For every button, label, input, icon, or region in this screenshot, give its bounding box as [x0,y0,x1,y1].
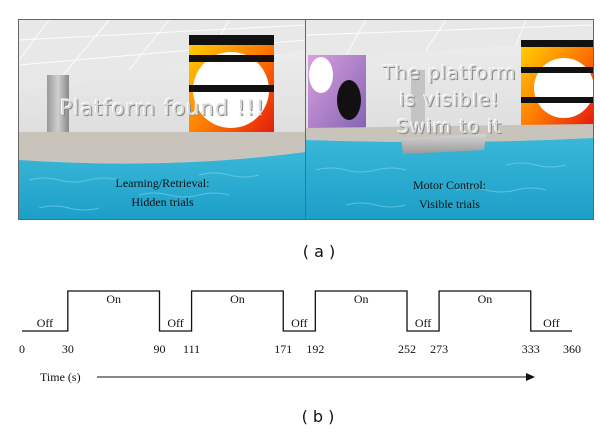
tick-label: 111 [183,342,200,356]
tick-label: 0 [19,342,25,356]
tick-label: 90 [154,342,166,356]
off-label: Off [415,316,431,330]
tick-label: 360 [563,342,581,356]
on-label: On [354,292,369,306]
tick-label: 273 [430,342,448,356]
time-arrow-head [526,373,535,381]
tick-label: 252 [398,342,416,356]
part-a-label: ( a ) [302,242,336,261]
on-label: On [478,292,493,306]
pool-room-render [306,20,593,219]
tick-label: 30 [62,342,74,356]
off-label: Off [167,316,183,330]
on-off-waveform [22,290,572,332]
on-label: On [230,292,245,306]
waveform-path [22,290,572,332]
overlay-line: Swim to it [396,116,503,138]
off-label: Off [291,316,307,330]
visible-trial-scene: The platform is visible! Swim to it Moto… [305,19,594,220]
part-b-label: ( b ) [301,407,335,426]
x-axis-label: Time (s) [40,370,81,384]
off-label: Off [37,316,53,330]
platform [401,134,486,154]
overlay-line: The platform [382,62,517,84]
caption-line: Learning/Retrieval: [115,176,210,190]
caption-line: Hidden trials [131,195,194,209]
tick-label: 333 [522,342,540,356]
hidden-trials-caption: Learning/Retrieval: Hidden trials [19,174,306,212]
caption-line: Motor Control: [412,178,486,192]
tick-label: 171 [274,342,292,356]
caption-line: Visible trials [419,197,480,211]
off-label: Off [543,316,559,330]
overlay-line: is visible! [399,89,500,111]
platform-visible-text: The platform is visible! Swim to it [306,60,593,141]
on-label: On [106,292,121,306]
pool-room-render [19,20,306,219]
platform-found-text: Platform found !!! [59,96,266,120]
visible-trials-caption: Motor Control: Visible trials [306,176,593,214]
hidden-trial-scene: Platform found !!! Learning/Retrieval: H… [18,19,307,220]
tick-labels: 0 30 90 111 171 192 252 273 333 360 [19,342,581,356]
tick-label: 192 [306,342,324,356]
